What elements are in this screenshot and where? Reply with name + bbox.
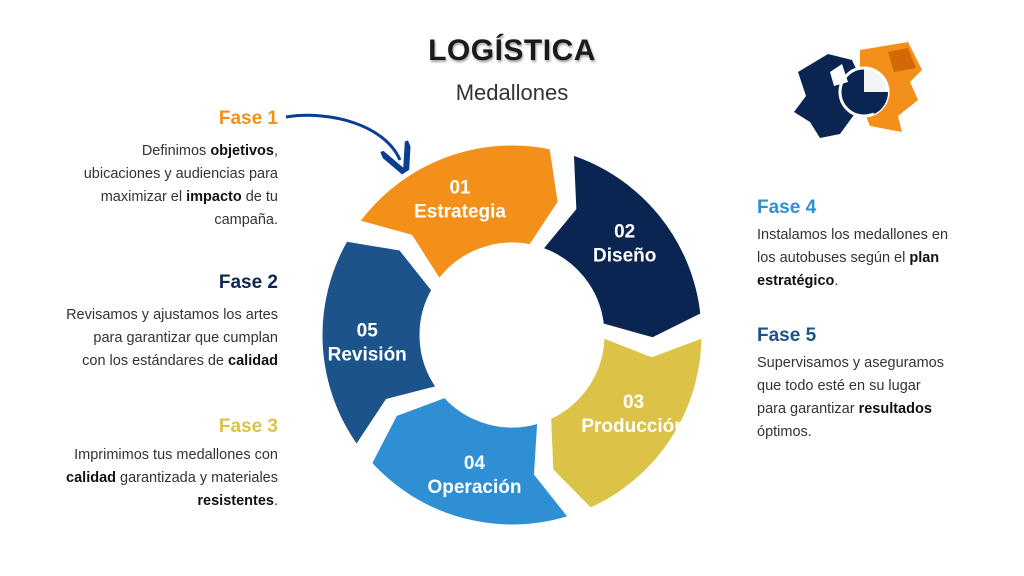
wheel-segment-number: 04 bbox=[464, 453, 486, 474]
highlight-text: objetivos bbox=[210, 143, 274, 159]
highlight-text: plan bbox=[909, 250, 940, 266]
phase-5-title: Fase 5 bbox=[757, 325, 817, 346]
phase-1-line: maximizar el impacto de tu bbox=[84, 186, 278, 209]
phase-2-line: para garantizar que cumplan bbox=[66, 327, 278, 350]
company-logo bbox=[794, 42, 922, 138]
phase-3-line: resistentes. bbox=[66, 490, 278, 513]
highlight-text: estratégico bbox=[757, 273, 835, 289]
phase-2-line: con los estándares de calidad bbox=[66, 350, 278, 373]
body-text: óptimos. bbox=[757, 424, 812, 440]
highlight-text: calidad bbox=[66, 470, 116, 486]
phase-1-description: Definimos objetivos, ubicaciones y audien… bbox=[84, 140, 278, 232]
phase-1-line: ubicaciones y audiencias para bbox=[84, 163, 278, 186]
body-text: de tu bbox=[241, 189, 278, 205]
phase-4-title: Fase 4 bbox=[757, 197, 817, 218]
wheel-segment-02 bbox=[537, 149, 706, 343]
body-text: . bbox=[273, 493, 278, 509]
phase-1-line: campaña. bbox=[84, 209, 278, 232]
body-text: campaña. bbox=[214, 212, 278, 228]
highlight-text: calidad bbox=[228, 353, 278, 369]
phase-3-description: Imprimimos tus medallones con calidad gar… bbox=[66, 444, 278, 513]
wheel-segment-number: 01 bbox=[449, 178, 471, 199]
phase-4-line: Instalamos los medallones en bbox=[757, 224, 948, 247]
phase-4-description: Instalamos los medallones en los autobuse… bbox=[757, 224, 948, 293]
highlight-text: resultados bbox=[858, 401, 932, 417]
wheel-segment-05 bbox=[317, 236, 442, 451]
phase-2-title: Fase 2 bbox=[218, 272, 278, 293]
wheel-segment-number: 02 bbox=[614, 222, 635, 243]
phase-3-title: Fase 3 bbox=[218, 416, 278, 437]
wheel-segment-01 bbox=[354, 140, 563, 285]
highlight-text: impacto bbox=[186, 189, 242, 205]
page-title: LOGÍSTICA bbox=[428, 34, 596, 67]
body-text: Instalamos los medallones en bbox=[757, 227, 949, 243]
curved-arrow-icon bbox=[285, 113, 400, 160]
body-text: Imprimimos tus medallones con bbox=[74, 447, 278, 463]
body-text: ubicaciones y audiencias para bbox=[83, 166, 278, 182]
phase-3-line: Imprimimos tus medallones con bbox=[66, 444, 278, 467]
body-text: Revisamos y ajustamos los artes bbox=[66, 307, 278, 323]
wheel-segment-label: Estrategia bbox=[414, 202, 506, 223]
phase-5-line: óptimos. bbox=[757, 421, 944, 444]
body-text: Supervisamos y aseguramos bbox=[757, 355, 944, 371]
body-text: Definimos bbox=[141, 143, 211, 159]
wheel-segment-label: Revisión bbox=[328, 345, 407, 366]
body-text: maximizar el bbox=[100, 189, 187, 205]
wheel-segment-label: Diseño bbox=[593, 246, 656, 267]
phase-5-line: para garantizar resultados bbox=[757, 398, 944, 421]
phase-4-line: estratégico. bbox=[757, 270, 948, 293]
wheel-segment-number: 05 bbox=[357, 321, 379, 342]
wheel-segment-03 bbox=[546, 332, 707, 513]
body-text: los autobuses según el bbox=[757, 250, 910, 266]
phase-5-line: que todo esté en su lugar bbox=[757, 375, 944, 398]
body-text: para garantizar que cumplan bbox=[93, 330, 278, 346]
wheel-segment-number: 03 bbox=[623, 392, 644, 413]
body-text: garantizada y materiales bbox=[116, 470, 278, 486]
phase-5-line: Supervisamos y aseguramos bbox=[757, 352, 944, 375]
page-subtitle: Medallones bbox=[455, 80, 569, 105]
body-text: , bbox=[273, 143, 278, 159]
phase-4-line: los autobuses según el plan bbox=[757, 247, 948, 270]
body-text: para garantizar bbox=[757, 401, 859, 417]
phase-5-description: Supervisamos y aseguramos que todo esté e… bbox=[757, 352, 944, 444]
wheel-segment-label: Producción bbox=[581, 416, 686, 437]
phase-2-line: Revisamos y ajustamos los artes bbox=[66, 304, 278, 327]
highlight-text: resistentes bbox=[197, 493, 274, 509]
wheel-segment-label: Operación bbox=[427, 477, 521, 498]
wheel-segment-04 bbox=[366, 392, 574, 530]
body-text: con los estándares de bbox=[82, 353, 229, 369]
phase-1-line: Definimos objetivos, bbox=[84, 140, 278, 163]
body-text: . bbox=[834, 273, 839, 289]
phase-3-line: calidad garantizada y materiales bbox=[66, 467, 278, 490]
body-text: que todo esté en su lugar bbox=[757, 378, 921, 394]
phase-1-title: Fase 1 bbox=[218, 108, 278, 129]
phase-2-description: Revisamos y ajustamos los artes para gara… bbox=[66, 304, 278, 373]
